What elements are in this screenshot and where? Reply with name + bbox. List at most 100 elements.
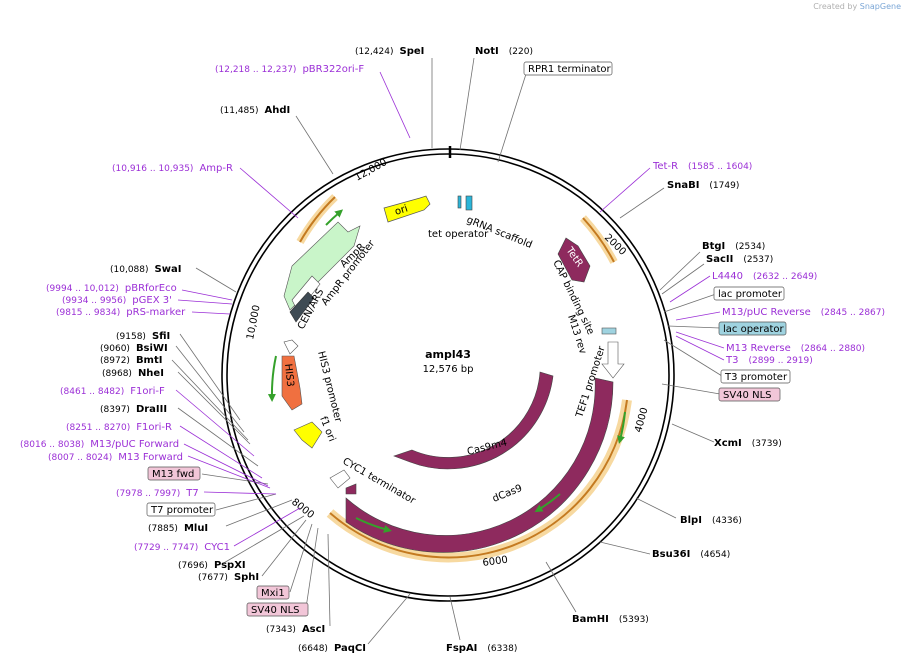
his3-promoter-feature[interactable] xyxy=(283,339,299,355)
svg-text:(12,424)SpeI: (12,424)SpeI xyxy=(355,46,424,57)
enzyme-name-snabi[interactable]: SnaBI xyxy=(667,180,699,191)
primer-pos-tet-r: (1585 .. 1604) xyxy=(688,162,752,172)
primer-name-l4440[interactable]: L4440 xyxy=(712,271,743,282)
line-amp-r xyxy=(239,167,299,219)
tef1-promoter-feature[interactable] xyxy=(601,341,625,379)
box-sv40-nls-left[interactable]: SV40 NLS xyxy=(246,602,309,617)
box-lac-operator-bg xyxy=(718,321,787,336)
enzyme-name-bamhi[interactable]: BamHI xyxy=(572,614,609,625)
svg-text:(9815 .. 9834)pRS-marker: (9815 .. 9834)pRS-marker xyxy=(56,307,186,318)
line-mlui xyxy=(225,499,293,527)
enzyme-name-sacii[interactable]: SacII xyxy=(706,254,733,265)
enzyme-name-btgi[interactable]: BtgI xyxy=(702,241,725,252)
primer-name-t7[interactable]: T7 xyxy=(185,488,198,499)
primer-name-prs-marker[interactable]: pRS-marker xyxy=(126,307,186,318)
highlight-arcs xyxy=(296,194,632,563)
box-sv40-nls-right-text: SV40 NLS xyxy=(723,390,772,401)
box-lac-promoter[interactable]: lac promoter xyxy=(713,286,785,301)
box-mxi1[interactable]: Mxi1 xyxy=(256,585,290,600)
svg-text:XcmI(3739): XcmI(3739) xyxy=(714,438,782,449)
primer-name-pgex-3[interactable]: pGEX 3' xyxy=(132,295,172,306)
his3-feature[interactable] xyxy=(281,355,303,411)
primer-name-pbr322ori-f[interactable]: pBR322ori-F xyxy=(302,64,364,75)
enzyme-pos-draiii: (8397) xyxy=(100,405,130,415)
box-lac-operator[interactable]: lac operator xyxy=(718,321,787,336)
line-snabi xyxy=(619,187,665,219)
primer-name-t3[interactable]: T3 xyxy=(725,355,738,366)
svg-text:(8968)NheI: (8968)NheI xyxy=(102,368,164,379)
enzyme-pos-ahdi: (11,485) xyxy=(220,106,259,116)
primer-name-f1ori-r[interactable]: F1ori-R xyxy=(136,422,172,433)
tick-10000: 10,000 xyxy=(245,304,262,340)
primer-name-m13-puc-forward[interactable]: M13/pUC Forward xyxy=(90,439,179,450)
orf-arrow-his3 xyxy=(267,355,277,402)
tet-operator-feature[interactable] xyxy=(457,195,462,209)
enzyme-name-mlui[interactable]: MluI xyxy=(184,523,208,534)
box-rpr1-terminator[interactable]: RPR1 terminator xyxy=(523,61,613,76)
enzyme-name-ahdi[interactable]: AhdI xyxy=(265,105,291,116)
enzyme-name-paqci[interactable]: PaqCI xyxy=(334,643,366,654)
primer-name-amp-r[interactable]: Amp-R xyxy=(199,163,233,174)
svg-text:(10,916 .. 10,935)Amp-R: (10,916 .. 10,935)Amp-R xyxy=(112,163,233,174)
line-ahdi xyxy=(295,115,334,175)
enzyme-pos-mlui: (7885) xyxy=(148,524,178,534)
primer-name-f1ori-f[interactable]: F1ori-F xyxy=(130,386,165,397)
lac-operator-feature[interactable] xyxy=(601,327,617,335)
enzyme-name-sphi[interactable]: SphI xyxy=(234,572,259,583)
line-sacii xyxy=(661,263,705,295)
box-sv40-nls-right[interactable]: SV40 NLS xyxy=(718,387,781,402)
line-pspxi xyxy=(221,515,305,565)
tetr-feature[interactable] xyxy=(557,237,591,283)
svg-text:(8461 .. 8482)F1ori-F: (8461 .. 8482) F1ori-F xyxy=(60,386,165,397)
svg-text:BlpI(4336): BlpI(4336) xyxy=(680,515,742,526)
enzyme-name-xcmi[interactable]: XcmI xyxy=(714,438,742,449)
f1-ori-feature[interactable] xyxy=(293,421,323,449)
ori-feature[interactable] xyxy=(383,195,431,223)
box-m13-fwd[interactable]: M13 fwd xyxy=(147,466,201,481)
feature-label-tet-operator: tet operator xyxy=(428,229,489,240)
enzyme-name-nhei[interactable]: NheI xyxy=(138,368,164,379)
svg-text:SacII(2537): SacII(2537) xyxy=(706,254,773,265)
box-t7-promoter-bg xyxy=(146,502,216,517)
cas9m4-feature[interactable] xyxy=(393,371,554,470)
primer-name-m13-reverse[interactable]: M13 Reverse xyxy=(726,343,791,354)
enzyme-name-spei[interactable]: SpeI xyxy=(400,46,425,57)
box-t3-promoter-text: T3 promoter xyxy=(724,372,788,383)
primer-name-tet-r[interactable]: Tet-R xyxy=(652,161,678,172)
orf-arrow-dcas9-3 xyxy=(355,517,392,533)
enzyme-name-swai[interactable]: SwaI xyxy=(155,264,182,275)
box-t3-promoter[interactable]: T3 promoter xyxy=(720,369,791,384)
enzyme-pos-bmti: (8972) xyxy=(100,356,130,366)
line-bsu36i xyxy=(599,541,651,555)
line-rpr1 xyxy=(497,73,527,163)
primer-name-m13-puc-reverse[interactable]: M13/pUC Reverse xyxy=(722,307,811,318)
ampr-highlight-core xyxy=(299,196,336,243)
enzyme-name-blpi[interactable]: BlpI xyxy=(680,515,702,526)
enzyme-name-sfii[interactable]: SfiI xyxy=(152,331,170,342)
primer-name-m13-forward[interactable]: M13 Forward xyxy=(118,452,183,463)
enzyme-name-bmti[interactable]: BmtI xyxy=(136,355,163,366)
grna-scaffold-feature[interactable] xyxy=(465,195,473,211)
box-t7-promoter[interactable]: T7 promoter xyxy=(146,502,216,517)
enzyme-name-asci[interactable]: AscI xyxy=(302,624,325,635)
enzyme-name-noti[interactable]: NotI xyxy=(475,46,499,57)
primer-name-cyc1[interactable]: CYC1 xyxy=(204,542,230,553)
tick-12000: 12,000 xyxy=(353,157,389,184)
enzyme-name-bsiwi[interactable]: BsiWI xyxy=(136,343,168,354)
cen-ars-feature[interactable] xyxy=(289,291,315,323)
box-lac-operator-text: lac operator xyxy=(723,324,784,335)
svg-text:(10,088)SwaI: (10,088)SwaI xyxy=(110,264,181,275)
enzyme-name-pspxi[interactable]: PspXI xyxy=(214,560,246,571)
svg-text:(9994 .. 10,012)pBRforEco: (9994 .. 10,012)pBRforEco xyxy=(46,283,177,294)
sv40-nls-feature[interactable] xyxy=(345,483,357,495)
enzyme-pos-paqci: (6648) xyxy=(298,644,328,654)
enzyme-pos-sfii: (9158) xyxy=(116,332,146,342)
enzyme-name-bsu36i[interactable]: Bsu36I xyxy=(652,549,690,560)
enzyme-name-draiii[interactable]: DraIII xyxy=(136,404,167,415)
dcas9-feature[interactable] xyxy=(345,377,614,553)
primer-name-pbrforeco[interactable]: pBRforEco xyxy=(125,283,177,294)
primer-pos-f1ori-f: (8461 .. 8482) xyxy=(60,387,124,397)
cyc1-terminator-feature[interactable] xyxy=(329,469,351,489)
enzyme-name-fspai[interactable]: FspAI xyxy=(446,643,477,654)
primer-pos-m13-reverse: (2864 .. 2880) xyxy=(801,344,865,354)
